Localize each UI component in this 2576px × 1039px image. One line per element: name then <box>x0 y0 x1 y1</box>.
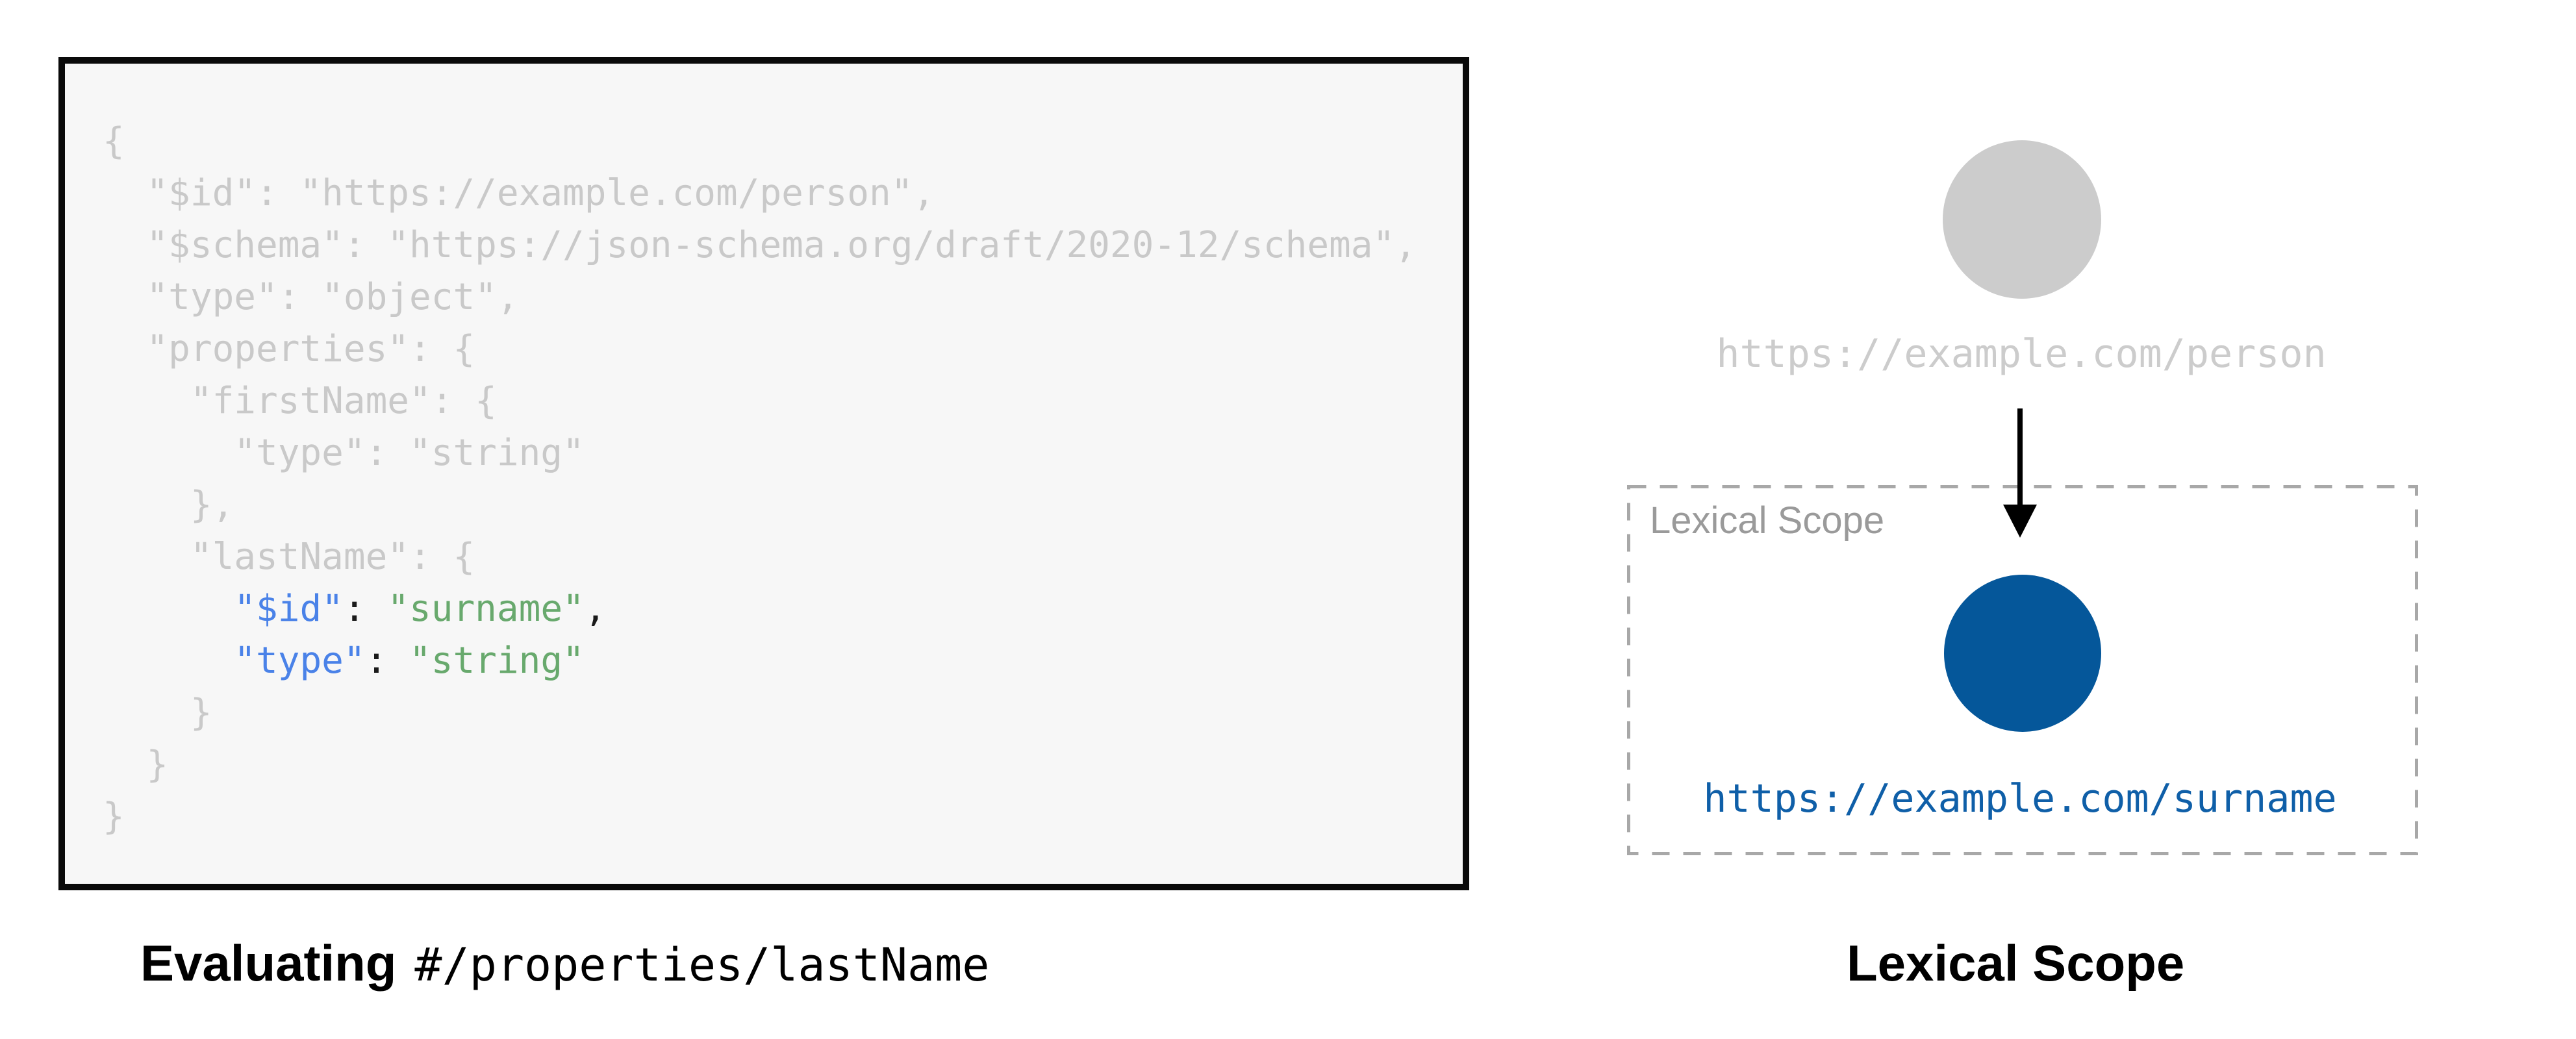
parent-schema-node-circle <box>1943 140 2101 299</box>
code-line: "properties": { <box>103 328 475 370</box>
code-line: } <box>103 744 169 786</box>
child-schema-uri-label: https://example.com/surname <box>1703 776 2337 821</box>
parent-schema-uri-label: https://example.com/person <box>1716 331 2327 377</box>
code-line: { <box>103 120 125 162</box>
left-caption-pointer-text: #/properties/lastName <box>414 938 990 992</box>
right-caption-bold-text: Lexical Scope <box>1847 934 2185 992</box>
child-schema-node-circle <box>1944 575 2101 732</box>
left-caption: Evaluating #/properties/lastName <box>140 934 989 993</box>
code-line: "firstName": { <box>103 380 497 422</box>
lexical-scope-dashed-box <box>1627 485 2418 855</box>
code-line: "type": "string" <box>103 432 585 474</box>
right-caption: Lexical Scope <box>1847 934 2184 993</box>
code-line: "$id": "surname", <box>234 588 607 630</box>
left-caption-bold-text: Evaluating <box>140 934 397 992</box>
schema-code-panel: { "$id": "https://example.com/person", "… <box>58 57 1469 890</box>
code-line: "lastName": { <box>103 536 475 578</box>
code-line: "$schema": "https://json-schema.org/draf… <box>103 224 1417 266</box>
code-block: { "$id": "https://example.com/person", "… <box>65 64 1463 843</box>
code-line: }, <box>103 484 234 526</box>
code-line: } <box>103 692 212 734</box>
lexical-scope-box-label: Lexical Scope <box>1650 499 1885 542</box>
code-line: "type": "object", <box>103 276 519 318</box>
code-line: "type": "string" <box>234 640 585 682</box>
arrow-down-icon <box>2003 408 2037 538</box>
code-line: } <box>103 795 125 838</box>
code-line: "$id": "https://example.com/person", <box>103 172 935 214</box>
